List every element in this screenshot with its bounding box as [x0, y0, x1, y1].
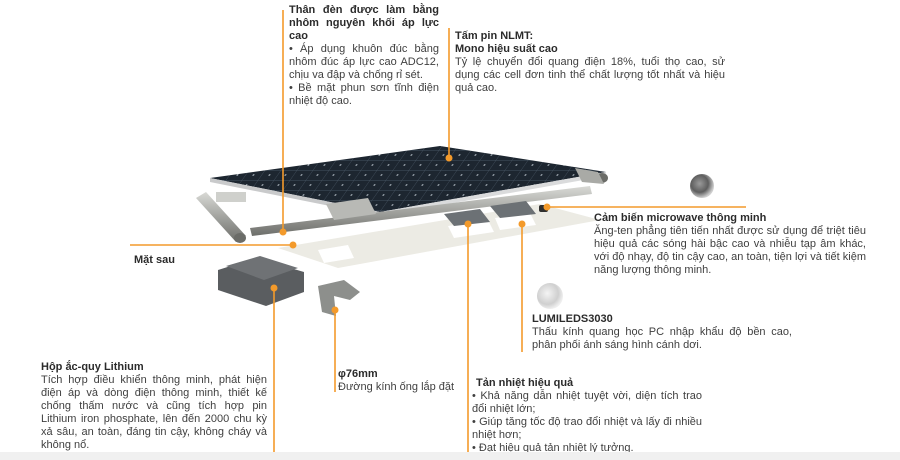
callout-solar-panel: Tấm pin NLMT: Mono hiệu suất cao Tỷ lệ c…	[455, 30, 725, 95]
callout-back-cover: Mặt sau	[134, 254, 175, 267]
callout-pole-mount: φ76mm Đường kính ống lắp đặt	[338, 368, 458, 394]
callout-body-housing: Thân đèn được làm bằng nhôm nguyên khối …	[289, 4, 439, 108]
callout-title: Thân đèn được làm bằng nhôm nguyên khối …	[289, 4, 439, 42]
callout-body: Tích hợp điều khiển thông minh, phát hiệ…	[41, 374, 267, 451]
callout-title: Tấm pin NLMT:	[455, 30, 534, 42]
callout-title: LUMILEDS3030	[532, 313, 613, 325]
battery-box-image	[218, 256, 304, 306]
back-plate-image	[278, 204, 600, 268]
callout-title: Hộp ắc-quy Lithium	[41, 361, 144, 373]
callout-heat-sink: Tản nhiệt hiệu quả • Khả năng dẫn nhiệt …	[472, 377, 702, 455]
bottom-strip	[0, 452, 900, 460]
leader-dots	[270, 154, 551, 314]
callout-body: • Khả năng dẫn nhiệt tuyệt vời, diện tíc…	[472, 390, 702, 455]
callout-title: Cảm biến microwave thông minh	[594, 212, 767, 224]
callout-battery-box: Hộp ắc-quy Lithium Tích hợp điều khiển t…	[41, 361, 267, 452]
callout-body: Đường kính ống lắp đặt	[338, 381, 455, 393]
bullet-item: • Bề mặt phun sơn tĩnh điện nhiệt độ cao…	[289, 82, 439, 107]
leader-lines	[130, 10, 746, 460]
callout-body: Ăng-ten phẳng tiên tiến nhất được sử dụn…	[594, 225, 866, 276]
bullet-item: • Áp dụng khuôn đúc bằng nhôm đúc áp lực…	[289, 43, 439, 81]
callout-body: • Áp dụng khuôn đúc bằng nhôm đúc áp lực…	[289, 43, 439, 108]
frame-rods-image	[196, 168, 608, 243]
callout-title: Tản nhiệt hiệu quả	[476, 377, 574, 389]
pole-mount-image	[318, 280, 360, 316]
sensor-sphere-image	[690, 174, 714, 198]
callout-microwave-sensor: Cảm biến microwave thông minh Ăng-ten ph…	[594, 212, 866, 277]
bullet-item: • Đạt hiệu quả tản nhiệt lý tưởng.	[472, 442, 634, 454]
callout-title: Mặt sau	[134, 254, 175, 266]
callout-body: Tỷ lệ chuyển đổi quang điện 18%, tuổi th…	[455, 56, 725, 94]
bullet-item: • Khả năng dẫn nhiệt tuyệt vời, diện tíc…	[472, 390, 702, 415]
callout-body: Thấu kính quang học PC nhập khẩu độ bền …	[532, 326, 792, 351]
callout-subtitle: Mono hiệu suất cao	[455, 43, 558, 55]
bullet-item: • Giúp tăng tốc độ trao đổi nhiệt và lấy…	[472, 416, 702, 441]
callout-title: φ76mm	[338, 368, 378, 380]
led-lens-sphere-image	[537, 283, 563, 309]
callout-led-chip: LUMILEDS3030 Thấu kính quang học PC nhập…	[532, 313, 792, 352]
